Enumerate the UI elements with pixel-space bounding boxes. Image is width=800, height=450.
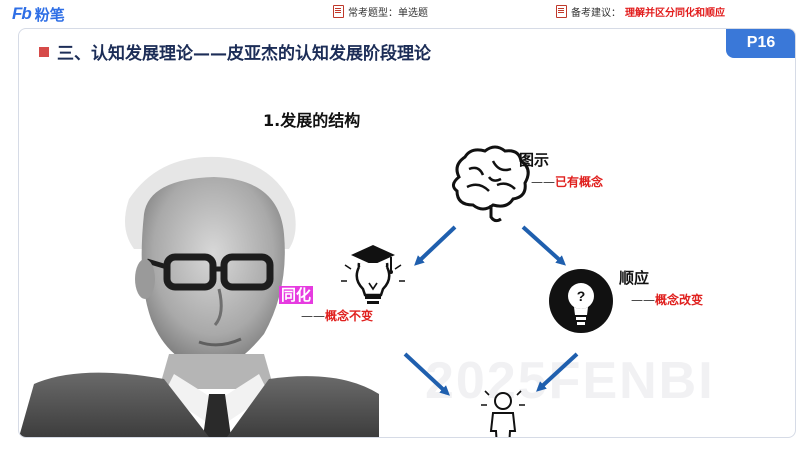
logo-text: 粉笔 bbox=[34, 5, 65, 24]
person-icon bbox=[481, 390, 525, 437]
study-advice-meta: 备考建议： 理解并区分同化和顺应 bbox=[556, 4, 725, 19]
schema-desc-text: 已有概念 bbox=[555, 175, 604, 189]
assimilation-desc-text: 概念不变 bbox=[325, 309, 374, 323]
assimilation-dash: —— bbox=[301, 309, 325, 323]
document-icon bbox=[556, 5, 567, 18]
section-title-text: 三、认知发展理论——皮亚杰的认知发展阶段理论 bbox=[57, 44, 431, 64]
accommodation-dash: —— bbox=[631, 293, 655, 307]
schema-label: 图示 bbox=[519, 151, 550, 169]
accommodation-desc: ——概念改变 bbox=[631, 291, 703, 308]
logo-mark: Fb bbox=[12, 4, 32, 23]
schema-desc: ——已有概念 bbox=[531, 173, 603, 190]
section-title: 三、认知发展理论——皮亚杰的认知发展阶段理论 bbox=[39, 39, 431, 64]
top-bar: Fb 粉笔 常考题型：单选题 备考建议： 理解并区分同化和顺应 bbox=[0, 0, 800, 26]
portrait-photo bbox=[19, 156, 379, 437]
cognitive-structure-diagram: ? bbox=[341, 145, 613, 437]
accommodation-label: 顺应 bbox=[619, 269, 650, 287]
question-bulb-icon: ? bbox=[549, 269, 613, 333]
graduation-bulb-icon bbox=[341, 245, 405, 304]
question-type-meta: 常考题型：单选题 bbox=[333, 4, 428, 19]
arrow-to-assimilation bbox=[414, 225, 457, 266]
brain-icon bbox=[452, 145, 530, 223]
fenbi-logo: Fb 粉笔 bbox=[12, 4, 65, 24]
arrow-to-accommodation bbox=[521, 225, 566, 266]
advice-prefix: 备考建议： bbox=[571, 8, 621, 19]
assimilation-label-text: 同化 bbox=[279, 286, 314, 304]
subtitle: 1.发展的结构 bbox=[263, 111, 361, 130]
assimilation-desc: ——概念不变 bbox=[301, 307, 373, 324]
accommodation-desc-text: 概念改变 bbox=[655, 293, 704, 307]
slide: P16 三、认知发展理论——皮亚杰的认知发展阶段理论 1.发展的结构 2025F… bbox=[18, 28, 796, 438]
assimilation-label: 同化 bbox=[279, 284, 314, 305]
bullet-square-icon bbox=[39, 46, 49, 57]
schema-dash: —— bbox=[531, 175, 555, 189]
advice-text: 理解并区分同化和顺应 bbox=[625, 8, 725, 19]
svg-text:?: ? bbox=[577, 288, 586, 304]
arrow-assimilation-to-person bbox=[403, 352, 450, 396]
arrow-accommodation-to-person bbox=[536, 352, 579, 392]
page-number-badge: P16 bbox=[726, 29, 795, 58]
document-icon bbox=[333, 5, 344, 18]
question-type-label: 常考题型：单选题 bbox=[348, 8, 428, 19]
